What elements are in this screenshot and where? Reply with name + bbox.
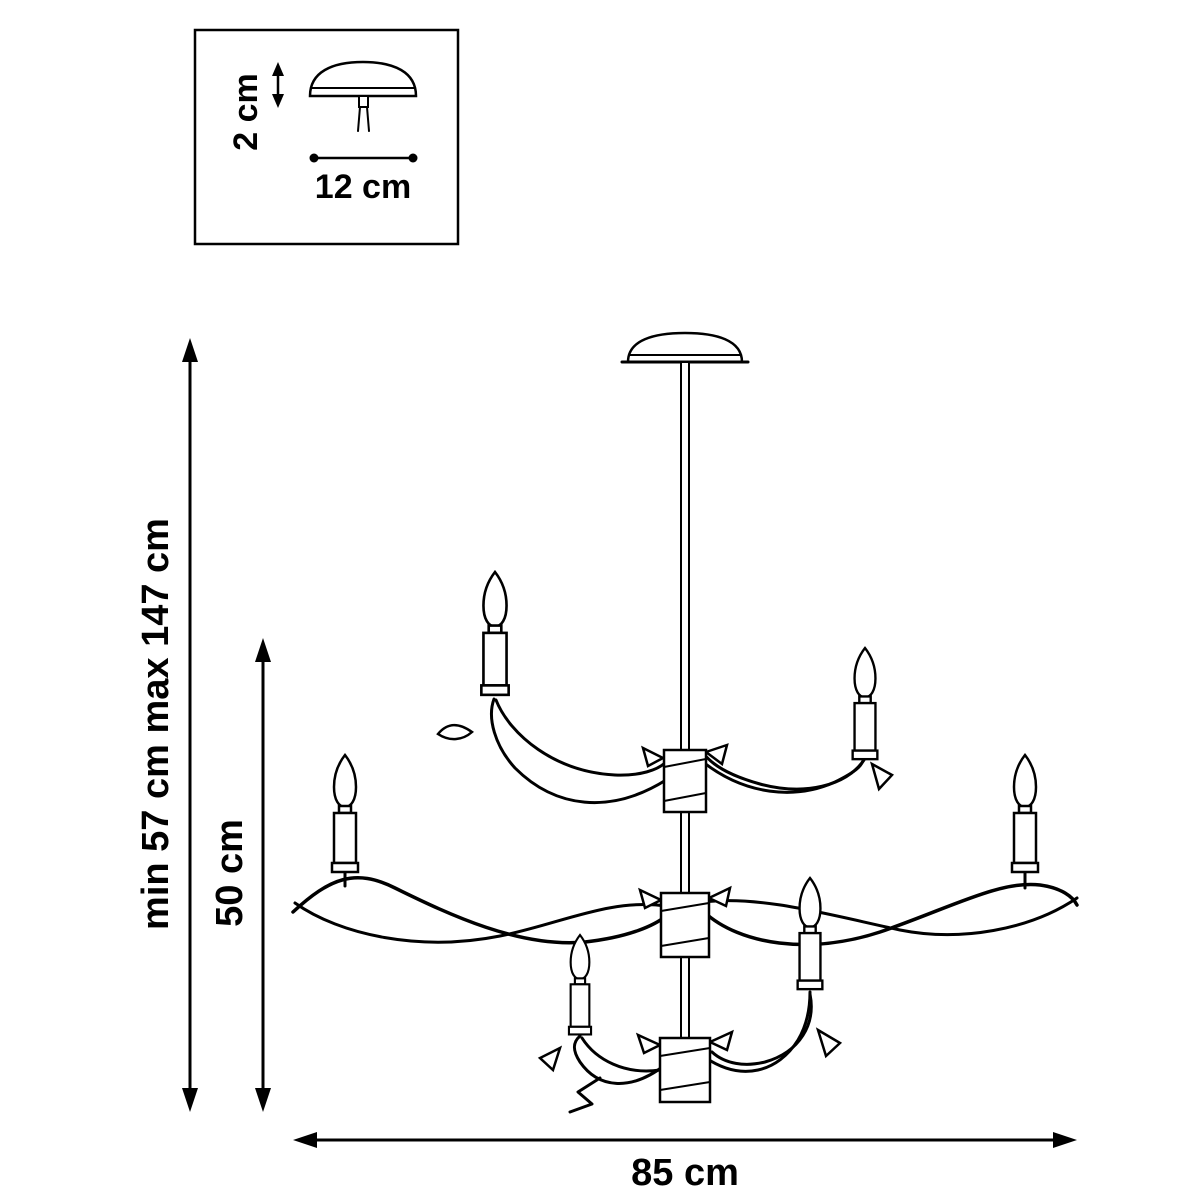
ribbon-fold	[815, 1027, 843, 1059]
dimension-drop-height: 50 cm	[209, 638, 271, 1112]
width-12cm-measure: 12 cm	[309, 153, 418, 206]
height-2cm-measure: 2 cm	[227, 62, 284, 151]
dimension-width: 85 cm	[293, 1132, 1077, 1194]
arrowhead-down-icon	[272, 94, 284, 108]
measure-dot-left	[309, 153, 319, 163]
candle-lower-right	[796, 876, 824, 991]
arrowhead-down-icon	[255, 1088, 271, 1112]
ceiling-canopy	[620, 331, 750, 364]
chandelier-drawing	[291, 331, 1079, 1114]
upper-hub	[641, 743, 729, 814]
lower-tier-arms	[537, 990, 843, 1114]
measure-dot-right	[408, 153, 418, 163]
inset-border	[193, 28, 460, 246]
arrowhead-up-icon	[272, 62, 284, 76]
middle-tier-arms	[291, 866, 1079, 947]
inset-height-label: 2 cm	[227, 73, 265, 151]
inset-width-label: 12 cm	[315, 168, 411, 206]
ribbon-fold	[537, 1045, 563, 1073]
dimension-overall-height: min 57 cm max 147 cm	[135, 338, 198, 1112]
candle-mid-left	[330, 753, 360, 874]
candle-upper-left	[480, 570, 510, 697]
ribbon-fold	[869, 761, 895, 792]
overall-height-label: min 57 cm max 147 cm	[135, 518, 177, 930]
candle-mid-right	[1010, 753, 1040, 874]
upper-tier-arms	[436, 697, 895, 805]
candle-lower-left	[567, 933, 593, 1036]
width-label: 85 cm	[631, 1152, 739, 1194]
arrowhead-up-icon	[255, 638, 271, 662]
drop-height-label: 50 cm	[209, 819, 251, 927]
lower-hub	[635, 1029, 734, 1104]
middle-hub	[638, 885, 732, 959]
arrowhead-right-icon	[1053, 1132, 1077, 1148]
arrowhead-left-icon	[293, 1132, 317, 1148]
candle-upper-right	[851, 646, 879, 761]
inset-detail-box: 2 cm 12 cm	[193, 28, 460, 246]
arrowhead-up-icon	[182, 338, 198, 362]
arrowhead-down-icon	[182, 1088, 198, 1112]
canopy-profile-drawing	[308, 60, 418, 132]
ribbon-leaf	[436, 723, 475, 741]
